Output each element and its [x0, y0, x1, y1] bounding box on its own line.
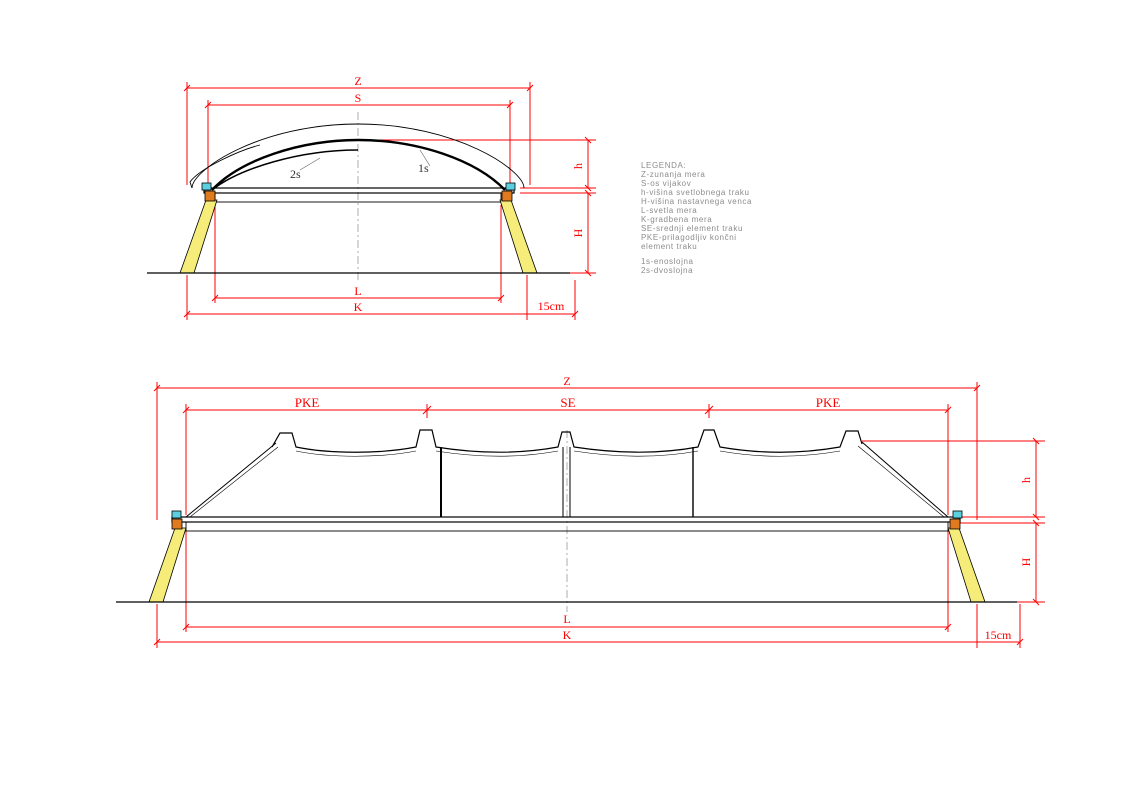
dimension-k-label: K — [563, 628, 572, 642]
dimension-k-top: K 15cm — [183, 275, 579, 320]
dimension-s-label: S — [355, 91, 362, 105]
dome-skylight-section: Z S h H L — [147, 74, 596, 320]
dimension-s-top: S — [204, 91, 514, 183]
rib-arch-outline — [271, 429, 863, 453]
legend-line: Z-zunanja mera — [641, 170, 705, 179]
wood-batten-right — [949, 518, 961, 530]
dimension-l-label: L — [354, 284, 361, 298]
curb-top-rail — [171, 516, 961, 523]
dimension-k-label: K — [354, 300, 363, 314]
legend-line: SE-srednji element traku — [641, 224, 743, 233]
dimension-15cm-label: 15cm — [985, 628, 1012, 642]
insulation-right — [499, 199, 538, 274]
dimension-l-bottom: L — [182, 530, 952, 632]
legend: LEGENDA: Z-zunanja mera S-os vijakov h-v… — [641, 161, 752, 275]
end-cap-right — [861, 441, 949, 518]
fixing-clip-right — [505, 182, 516, 191]
curb-inner-frame — [185, 521, 949, 532]
layer-1s-label: 1s — [418, 161, 429, 175]
fixing-clip-left — [171, 510, 182, 519]
dimension-pke-right-label: PKE — [816, 395, 841, 410]
dimension-h-small-top: h — [360, 136, 596, 192]
dome-outer-flange-left — [189, 144, 261, 189]
curb-top-rail — [203, 187, 515, 194]
dimension-z-label: Z — [563, 374, 570, 388]
wood-batten-right — [501, 190, 513, 202]
legend-line: K-gradbena mera — [641, 215, 712, 224]
dimension-pke-left-label: PKE — [295, 395, 320, 410]
dimension-h-small-bottom: h — [862, 437, 1045, 521]
rooflight-profile — [185, 429, 949, 518]
legend-line: 1s-enoslojna — [641, 257, 694, 266]
dimension-h-label: h — [571, 163, 585, 169]
fixing-clip-left — [201, 182, 212, 191]
insulation-left — [179, 199, 218, 274]
dome-second-layer — [211, 149, 359, 191]
fixing-clip-right — [952, 510, 963, 519]
legend-line: S-os vijakov — [641, 179, 691, 188]
dimension-k-bottom: K 15cm — [153, 604, 1024, 648]
dimension-z-bottom: Z — [153, 374, 981, 520]
layer-2s-label: 2s — [290, 167, 301, 181]
end-cap-left — [185, 442, 277, 518]
dimension-se-label: SE — [560, 395, 575, 410]
dimension-l-label: L — [563, 612, 570, 626]
wood-batten-left — [204, 190, 216, 202]
legend-line: PKE-prilagodljiv končni — [641, 233, 737, 242]
legend-line: 2s-dvoslojna — [641, 266, 693, 275]
dimension-h-label: h — [1019, 477, 1033, 483]
dimension-15cm-label: 15cm — [538, 299, 565, 313]
legend-title: LEGENDA: — [641, 161, 686, 170]
legend-line: L-svetla mera — [641, 206, 697, 215]
dimension-z-top: Z — [183, 74, 534, 185]
legend-line: h-višina svetlobnega traku — [641, 188, 750, 197]
continuous-rooflight-section: Z PKE SE PKE h H — [116, 374, 1045, 648]
dimension-H-label: H — [1019, 557, 1033, 566]
dimension-segments: PKE SE PKE — [182, 395, 952, 515]
wood-batten-left — [171, 518, 183, 530]
legend-line: H-višina nastavnega venca — [641, 197, 752, 206]
legend-line: element traku — [641, 242, 697, 251]
dimension-l-top: L — [211, 205, 505, 303]
dimension-H-label: H — [571, 228, 585, 237]
dimension-z-label: Z — [354, 74, 361, 88]
insulation-left — [148, 527, 187, 603]
dome-inner-shell — [211, 138, 506, 191]
insulation-right — [947, 527, 986, 603]
